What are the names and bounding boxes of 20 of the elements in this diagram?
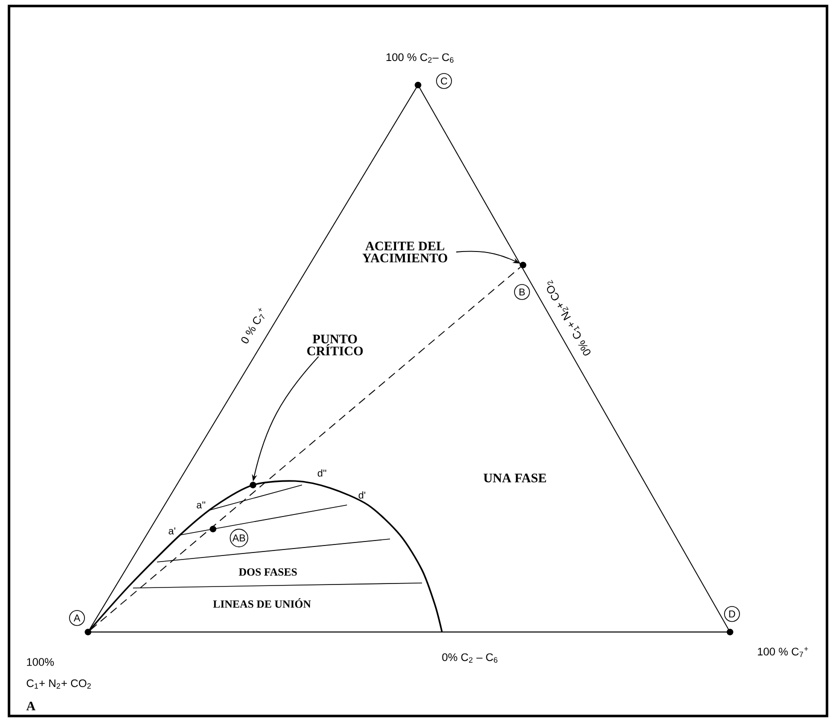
axis-label: 0% C$_{1}$+ N$_{2}$+ CO$_{2}$ xyxy=(546,280,590,356)
circled-letter: A xyxy=(69,610,85,626)
axis-label: d'' xyxy=(318,469,326,477)
callout-text: PUNTO CRÍTICO xyxy=(307,334,363,356)
axis-label: d' xyxy=(358,491,366,499)
axis-label: UNA FASE xyxy=(484,474,546,482)
axis-label: C$_{1}$+ N$_{2}$+ CO$_{2}$ xyxy=(26,679,91,689)
axis-label: DOS FASES xyxy=(238,568,297,576)
circled-letter: AB xyxy=(230,528,248,548)
axis-label: a'' xyxy=(196,502,206,508)
axis-label: A xyxy=(26,702,36,710)
callout-text: ACEITE DEL YACIMIENTO xyxy=(362,242,448,262)
circled-letter: C xyxy=(436,73,452,89)
axis-label: a' xyxy=(168,528,176,534)
circled-letter: B xyxy=(514,284,530,300)
axis-label: 100 % C$_{2}$– C$_{6}$ xyxy=(386,53,454,63)
axis-label: 100% xyxy=(27,658,54,666)
axis-label: LINEAS DE UNIÓN xyxy=(213,598,311,608)
circled-letter: D xyxy=(724,606,740,622)
axis-label: 0% C$_{2}$ – C$_{6}$ xyxy=(442,653,498,663)
